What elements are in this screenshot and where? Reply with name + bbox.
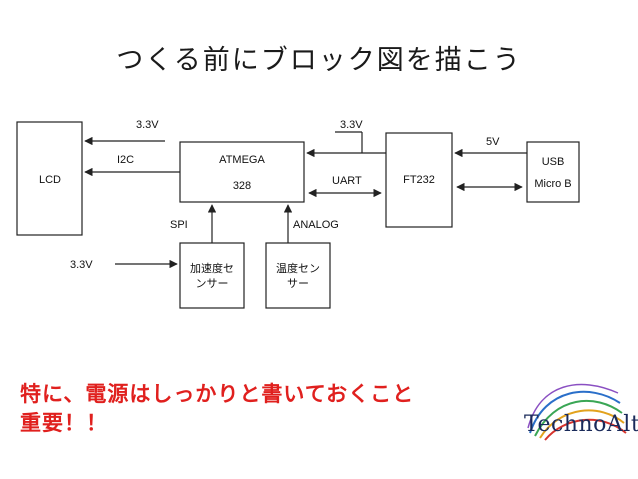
temp-label: 温度セン — [276, 261, 320, 275]
ft232-block — [385, 132, 453, 228]
lcd-block — [16, 121, 83, 236]
i2c-label: I2C — [117, 154, 134, 166]
power-note-line2: 重要！！ — [20, 411, 108, 435]
usb-power-label: 5V — [486, 136, 500, 148]
slide-title: つくる前にブロック図を描こう — [116, 45, 522, 76]
temp-sub-label: サー — [287, 277, 309, 290]
technoalta-logo-text: TechnoAlta — [524, 412, 638, 437]
temp-sensor-block — [265, 242, 331, 309]
accel-sensor-block — [179, 242, 245, 309]
accel-sub-label: ンサー — [196, 277, 229, 290]
usb-block — [526, 141, 580, 203]
lcd-label: LCD — [39, 174, 61, 186]
technoalta-logo-swirl — [527, 383, 627, 441]
accel-label: 加速度セ — [190, 261, 234, 275]
usb-sub-label: Micro B — [534, 178, 571, 190]
mcu-power-label: 3.3V — [340, 119, 363, 131]
atmega-sub-label: 328 — [233, 180, 251, 192]
analog-label: ANALOG — [293, 219, 339, 231]
lcd-power-label: 3.3V — [136, 119, 159, 131]
atmega-label: ATMEGA — [219, 154, 265, 166]
spi-label: SPI — [170, 219, 188, 231]
power-note-line1: 特に、電源はしっかりと書いておくこと — [20, 382, 415, 406]
atmega-block — [179, 141, 305, 203]
ft232-label: FT232 — [403, 174, 435, 186]
uart-label: UART — [332, 175, 362, 187]
accel-power-label: 3.3V — [70, 259, 93, 271]
usb-label: USB — [542, 156, 565, 168]
